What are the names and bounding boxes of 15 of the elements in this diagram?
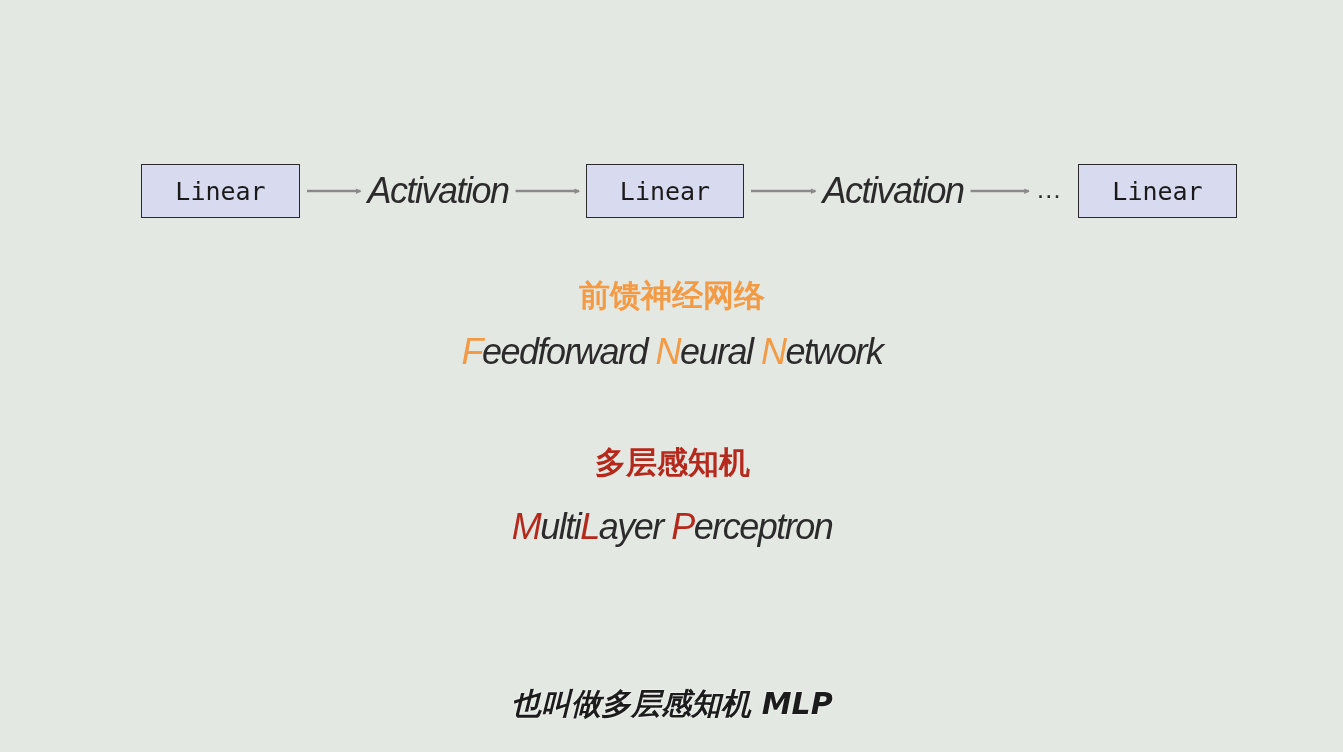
ellipsis: … bbox=[1035, 173, 1061, 205]
step-label: Activation bbox=[367, 170, 509, 212]
chinese-title: 前馈神经网络 bbox=[579, 276, 765, 315]
arrow bbox=[970, 188, 1030, 194]
arrow bbox=[751, 188, 817, 194]
arrow bbox=[307, 188, 362, 194]
layer-box: Linear bbox=[1078, 164, 1237, 218]
subtitle: 也叫做多层感知机 MLP bbox=[511, 684, 833, 723]
english-title: MultiLayer Perceptron bbox=[511, 506, 833, 548]
layer-box: Linear bbox=[586, 164, 744, 218]
layer-box: Linear bbox=[141, 164, 300, 218]
step-label: Activation bbox=[822, 170, 964, 212]
chinese-title: 多层感知机 bbox=[594, 443, 750, 482]
arrow bbox=[515, 188, 580, 194]
english-title: Feedforward Neural Network bbox=[461, 331, 883, 373]
